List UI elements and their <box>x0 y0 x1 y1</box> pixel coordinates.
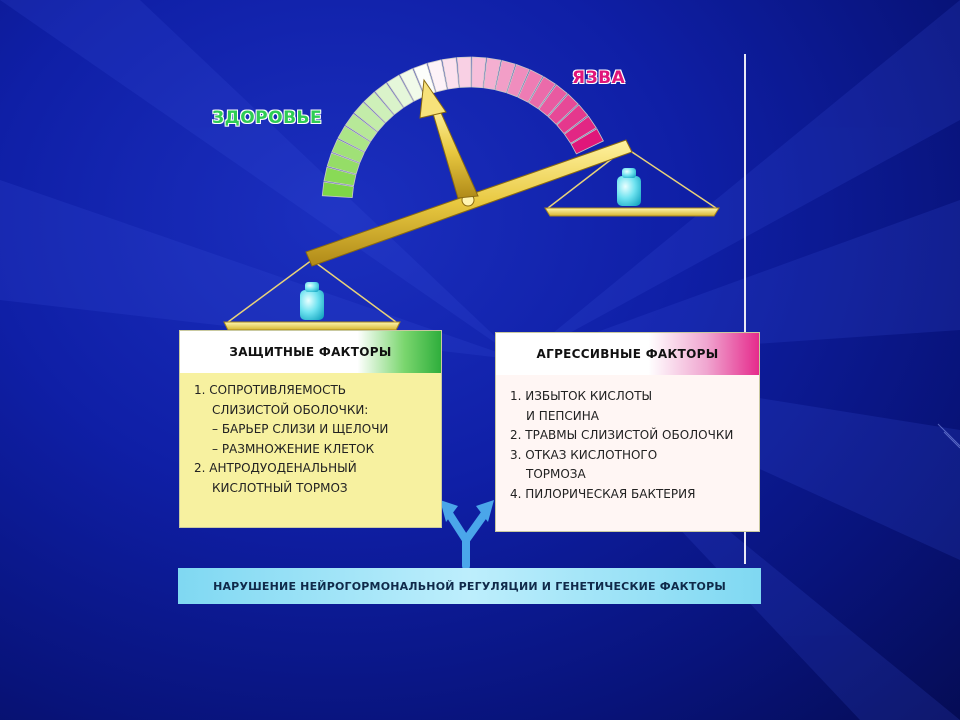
list-item: И ПЕПСИНА <box>526 408 600 423</box>
gauge-segment <box>363 91 395 124</box>
aggressive-factors-box: АГРЕССИВНЫЕ ФАКТОРЫ 1. ИЗБЫТОК КИСЛОТЫ И… <box>495 332 760 532</box>
gauge-needle <box>419 78 479 199</box>
health-label: ЗДОРОВЬЕ <box>212 108 323 128</box>
gauge-segment <box>326 152 361 175</box>
left-pan <box>223 259 401 331</box>
gauge-segment <box>506 63 530 98</box>
list-item: – БАРЬЕР СЛИЗИ И ЩЕЛОЧИ <box>212 422 389 436</box>
ulcer-label: ЯЗВА <box>572 68 626 88</box>
gauge-segment <box>337 125 371 153</box>
list-item: – РАЗМНОЖЕНИЕ КЛЕТОК <box>212 441 375 456</box>
divider-line <box>744 54 746 564</box>
gauge-segment <box>517 69 544 103</box>
list-item: 1. ИЗБЫТОК КИСЛОТЫ <box>510 389 653 403</box>
gauge-segment <box>528 76 557 110</box>
list-item: КИСЛОТНЫЙ ТОРМОЗ <box>212 480 348 495</box>
gauge-segment <box>471 56 487 89</box>
regulation-factors-bar: НАРУШЕНИЕ НЕЙРОГОРМОНАЛЬНОЙ РЕГУЛЯЦИИ И … <box>178 568 761 604</box>
list-item: 1. СОПРОТИВЛЯЕМОСТЬ <box>194 383 347 397</box>
defensive-factors-box: ЗАЩИТНЫЕ ФАКТОРЫ 1. СОПРОТИВЛЯЕМОСТЬ СЛИ… <box>179 330 442 528</box>
gauge-segment <box>353 101 386 133</box>
aggressive-factors-list: 1. ИЗБЫТОК КИСЛОТЫ И ПЕПСИНА 2. ТРАВМЫ С… <box>496 375 759 504</box>
defensive-factors-list: 1. СОПРОТИВЛЯЕМОСТЬ СЛИЗИСТОЙ ОБОЛОЧКИ: … <box>180 373 441 498</box>
defensive-factors-title: ЗАЩИТНЫЕ ФАКТОРЫ <box>180 331 441 373</box>
gauge-segment <box>556 104 589 135</box>
split-arrow <box>440 500 494 570</box>
aggressive-factors-title: АГРЕССИВНЫЕ ФАКТОРЫ <box>496 333 759 375</box>
list-item: ТОРМОЗА <box>526 467 586 481</box>
list-item: 2. АНТРОДУОДЕНАЛЬНЫЙ <box>194 461 357 475</box>
gauge-segment <box>386 74 414 108</box>
gauge-segment <box>321 181 354 199</box>
gauge-segment <box>441 57 460 90</box>
gauge-segment <box>374 82 404 115</box>
gauge-arc <box>321 56 604 199</box>
list-item: 2. ТРАВМЫ СЛИЗИСТОЙ ОБОЛОЧКИ <box>510 428 734 442</box>
list-item: СЛИЗИСТОЙ ОБОЛОЧКИ: <box>212 402 369 417</box>
gauge-segment <box>323 166 357 187</box>
gauge-segment <box>344 113 378 142</box>
gauge-segment <box>483 57 502 91</box>
gauge-segment <box>570 128 604 155</box>
gauge-segment <box>331 138 365 164</box>
gauge-segment <box>538 84 568 117</box>
list-item: 3. ОТКАЗ КИСЛОТНОГО <box>510 447 658 462</box>
list-item: 4. ПИЛОРИЧЕСКАЯ БАКТЕРИЯ <box>510 486 696 501</box>
right-pan <box>544 147 720 217</box>
gauge-segment <box>563 115 597 144</box>
gauge-segment <box>456 56 472 88</box>
gauge-segment <box>547 93 579 125</box>
gauge-segment <box>494 59 516 94</box>
gauge-segment <box>427 59 448 93</box>
